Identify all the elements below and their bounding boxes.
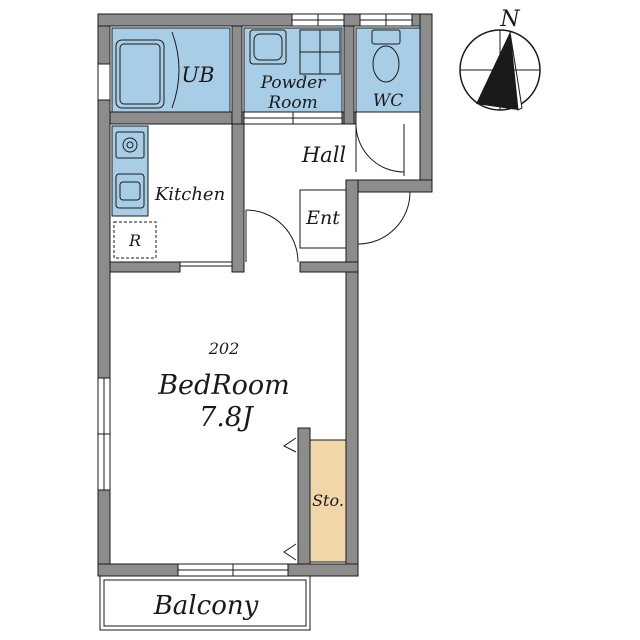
refrigerator-space <box>113 221 157 259</box>
entrance-door-frame <box>299 189 347 249</box>
fixture-details <box>113 29 401 263</box>
label-kitchen: Kitchen <box>154 184 225 205</box>
wall-bedroom-top-right <box>299 261 359 273</box>
label-unit-number: 202 <box>208 339 240 358</box>
window-left-bath <box>97 63 111 101</box>
label-bedroom-size: 7.8J <box>199 402 255 433</box>
label-bedroom: BedRoom <box>157 370 290 401</box>
label-wc: WC <box>373 91 403 111</box>
storage-area <box>309 439 347 563</box>
label-hall: Hall <box>301 143 346 167</box>
sink-icon <box>249 29 287 65</box>
wall-kitchen-right <box>231 123 245 273</box>
wall-bath-bottom <box>109 111 245 125</box>
label-balcony: Balcony <box>153 591 259 621</box>
north-arrow-icon <box>459 29 541 111</box>
label-unit-bath: UB <box>181 63 214 87</box>
wall-right-lower <box>345 179 359 577</box>
toilet-tank-icon <box>371 29 401 45</box>
bathtub-icon <box>115 39 165 109</box>
powder-room-floor <box>243 27 343 113</box>
toilet-floor <box>355 27 421 113</box>
bathroom-floor <box>111 27 231 113</box>
label-refrigerator: R <box>128 231 141 250</box>
stove-icon <box>115 131 145 159</box>
kitchen-counter <box>111 125 149 217</box>
wall-right-upper <box>419 13 433 193</box>
fixtures <box>111 27 421 563</box>
toilet-bowl-icon <box>372 45 400 83</box>
kitchen-sink-icon <box>115 173 145 209</box>
doors <box>180 123 411 561</box>
wall-hall-step <box>345 179 433 193</box>
windows <box>97 13 413 577</box>
balcony-area <box>99 575 311 631</box>
label-powder-room-2: Room <box>267 93 317 113</box>
wall-storage <box>297 427 311 565</box>
wall-ub-powder <box>231 25 243 125</box>
wall-powder-wc <box>343 25 355 125</box>
label-storage: Sto. <box>312 491 344 510</box>
label-powder-room-1: Powder <box>260 73 326 93</box>
wall-bedroom-top-left <box>109 261 181 273</box>
label-entrance: Ent <box>305 207 340 229</box>
label-north: N <box>499 7 520 32</box>
